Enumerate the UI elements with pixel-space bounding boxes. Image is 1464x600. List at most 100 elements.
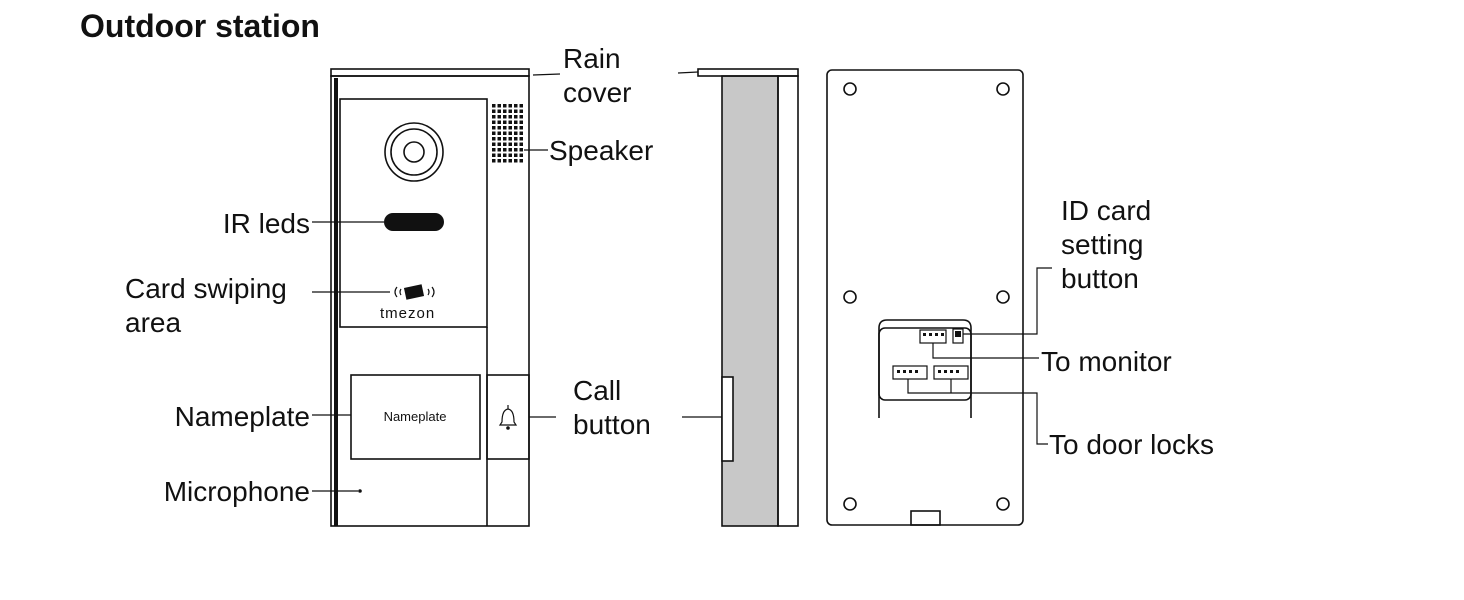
speaker-hole bbox=[503, 137, 507, 141]
label-id-card-line1: ID card bbox=[1061, 195, 1151, 226]
rfid-card-icon bbox=[394, 284, 435, 300]
label-nameplate: Nameplate bbox=[175, 401, 310, 432]
speaker-hole bbox=[514, 115, 518, 119]
speaker-hole bbox=[497, 137, 501, 141]
speaker-hole bbox=[508, 126, 512, 130]
call-button bbox=[486, 374, 530, 460]
speaker-hole bbox=[519, 109, 523, 113]
speaker-hole bbox=[508, 115, 512, 119]
monitor-connector bbox=[919, 329, 947, 344]
speaker-hole bbox=[519, 159, 523, 163]
label-card-swiping-line1: Card swiping bbox=[125, 273, 287, 304]
nameplate-area bbox=[350, 374, 481, 460]
speaker-hole bbox=[503, 109, 507, 113]
speaker-hole bbox=[497, 115, 501, 119]
speaker-hole bbox=[519, 148, 523, 152]
speaker-hole bbox=[514, 153, 518, 157]
speaker-hole bbox=[508, 120, 512, 124]
speaker-hole bbox=[497, 109, 501, 113]
label-microphone: Microphone bbox=[164, 476, 310, 507]
speaker-hole bbox=[492, 104, 496, 108]
screw-holes bbox=[843, 82, 1010, 511]
speaker-hole bbox=[508, 159, 512, 163]
speaker-hole bbox=[497, 142, 501, 146]
label-to-monitor: To monitor bbox=[1041, 346, 1172, 377]
speaker-hole bbox=[514, 142, 518, 146]
label-id-card-line2: setting bbox=[1061, 229, 1144, 260]
speaker-hole bbox=[519, 153, 523, 157]
speaker-hole bbox=[503, 159, 507, 163]
speaker-hole bbox=[492, 159, 496, 163]
speaker-hole bbox=[514, 131, 518, 135]
speaker-hole bbox=[492, 142, 496, 146]
speaker-hole bbox=[503, 126, 507, 130]
speaker-hole bbox=[514, 137, 518, 141]
brand-logo: tmezon bbox=[380, 305, 435, 322]
speaker-hole bbox=[492, 131, 496, 135]
speaker-hole bbox=[492, 153, 496, 157]
label-speaker: Speaker bbox=[549, 135, 653, 166]
speaker-hole bbox=[519, 137, 523, 141]
speaker-hole bbox=[497, 159, 501, 163]
speaker-grille bbox=[492, 104, 523, 163]
side-rain-cover bbox=[697, 68, 799, 77]
terminal-recess bbox=[878, 319, 972, 418]
speaker-hole bbox=[503, 142, 507, 146]
ir-leds-window bbox=[384, 213, 444, 231]
speaker-hole bbox=[508, 153, 512, 157]
speaker-hole bbox=[492, 120, 496, 124]
speaker-hole bbox=[508, 109, 512, 113]
speaker-hole bbox=[492, 126, 496, 130]
label-to-door-locks: To door locks bbox=[1049, 429, 1214, 460]
speaker-hole bbox=[503, 115, 507, 119]
labels: Rain cover Speaker IR leds Card swiping … bbox=[125, 43, 1214, 507]
speaker-hole bbox=[503, 148, 507, 152]
label-id-card-line3: button bbox=[1061, 263, 1139, 294]
bell-icon bbox=[498, 405, 518, 430]
speaker-hole bbox=[492, 109, 496, 113]
speaker-hole bbox=[514, 104, 518, 108]
speaker-hole bbox=[508, 148, 512, 152]
speaker-hole bbox=[497, 126, 501, 130]
speaker-hole bbox=[519, 120, 523, 124]
speaker-hole bbox=[519, 142, 523, 146]
speaker-hole bbox=[514, 126, 518, 130]
speaker-hole bbox=[503, 104, 507, 108]
speaker-hole bbox=[514, 109, 518, 113]
label-ir-leds: IR leds bbox=[223, 208, 310, 239]
id-setting-button bbox=[952, 328, 964, 344]
speaker-hole bbox=[503, 120, 507, 124]
speaker-hole bbox=[492, 115, 496, 119]
front-view: tmezon Nameplate bbox=[330, 68, 530, 527]
page-title: Outdoor station bbox=[80, 8, 320, 44]
speaker-hole bbox=[503, 153, 507, 157]
speaker-hole bbox=[519, 104, 523, 108]
label-call-button-line2: button bbox=[573, 409, 651, 440]
speaker-hole bbox=[497, 153, 501, 157]
rain-cover bbox=[330, 68, 530, 77]
speaker-hole bbox=[519, 115, 523, 119]
speaker-hole bbox=[492, 148, 496, 152]
speaker-hole bbox=[497, 131, 501, 135]
label-card-swiping-line2: area bbox=[125, 307, 181, 338]
speaker-hole bbox=[508, 131, 512, 135]
nameplate-text: Nameplate bbox=[384, 409, 447, 424]
speaker-hole bbox=[514, 159, 518, 163]
front-body bbox=[330, 75, 530, 527]
speaker-hole bbox=[514, 120, 518, 124]
leader-lines bbox=[312, 71, 1052, 492]
back-view bbox=[826, 69, 1024, 526]
door-lock-connector-1 bbox=[892, 365, 928, 380]
speaker-hole bbox=[497, 104, 501, 108]
speaker-hole bbox=[519, 131, 523, 135]
speaker-hole bbox=[519, 126, 523, 130]
side-call-button bbox=[721, 376, 734, 462]
speaker-hole bbox=[508, 104, 512, 108]
speaker-hole bbox=[508, 137, 512, 141]
camera-lens-icon bbox=[384, 122, 444, 182]
speaker-hole bbox=[514, 148, 518, 152]
side-view bbox=[697, 68, 799, 527]
label-rain-cover-line1: Rain bbox=[563, 43, 621, 74]
label-call-button-line1: Call bbox=[573, 375, 621, 406]
